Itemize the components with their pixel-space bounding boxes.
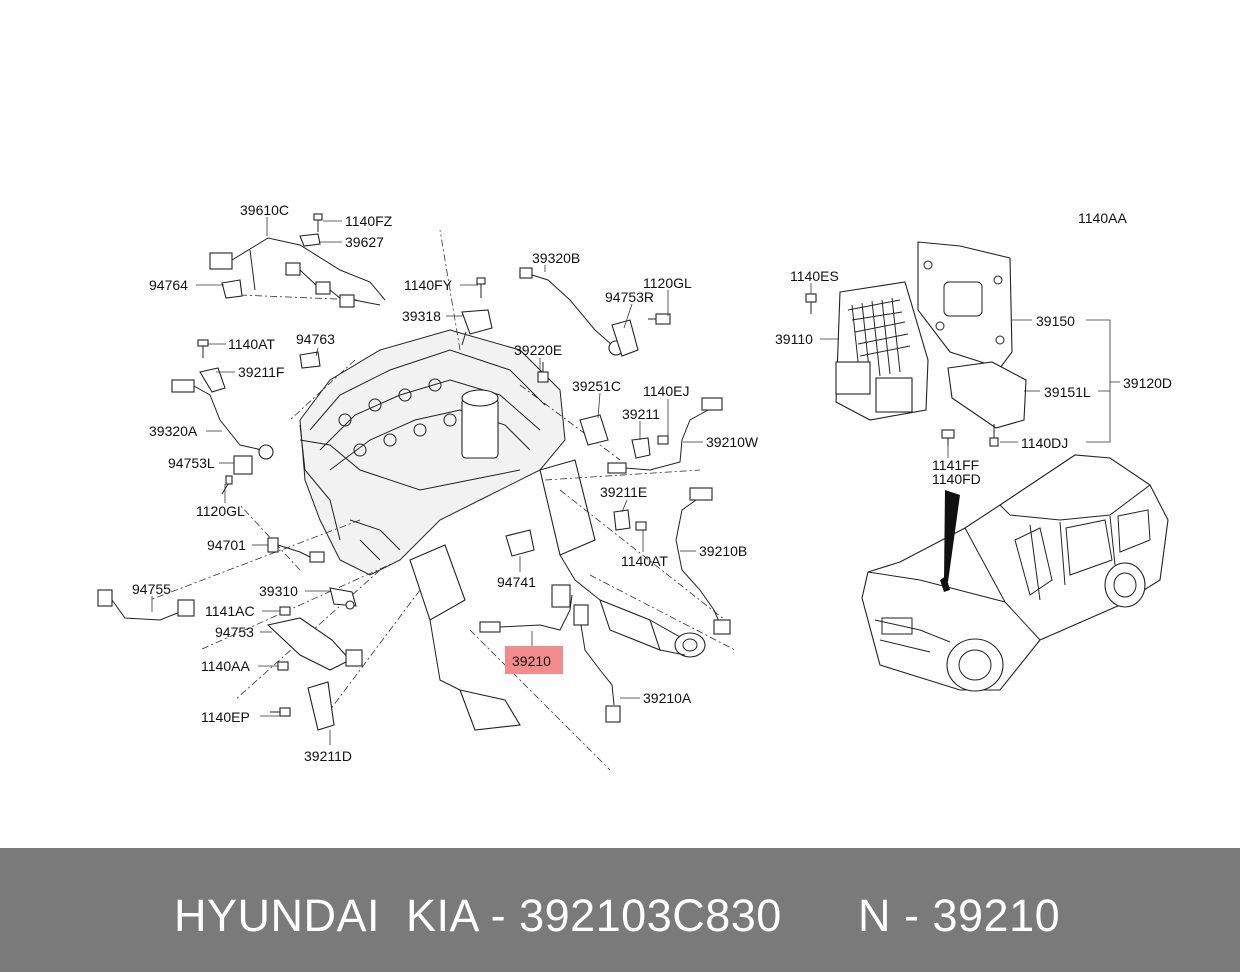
label-39210W: 39210W (706, 434, 759, 450)
leader-lines (151, 217, 1120, 745)
label-1140AA-right: 1140AA (1078, 210, 1127, 226)
label-1140FZ: 1140FZ (345, 213, 393, 229)
label-1141AC: 1141AC (205, 603, 255, 619)
wiring-harness-39610C (209, 237, 386, 308)
label-1140AT-bottom: 1140AT (621, 553, 668, 569)
label-94753R: 94753R (605, 289, 654, 305)
label-94753L: 94753L (168, 455, 215, 471)
label-39151L: 39151L (1044, 384, 1091, 400)
part-labels: 39610C 1140FZ 39627 94764 1140FY 39318 3… (132, 202, 1172, 764)
oxygen-sensor-39210 (479, 584, 573, 633)
label-39210A: 39210A (643, 690, 692, 706)
vehicle-illustration (861, 454, 1169, 692)
ecu-assembly (805, 241, 1027, 447)
label-1140EP: 1140EP (201, 709, 250, 725)
label-1140AT-top: 1140AT (228, 336, 275, 352)
label-1140AA-left: 1140AA (201, 658, 250, 674)
label-39320B: 39320B (532, 250, 580, 266)
label-1120GL-bottom: 1120GL (196, 503, 245, 519)
engine-illustration (299, 329, 706, 731)
bolt-1140FZ (313, 213, 323, 232)
label-39110: 39110 (775, 331, 813, 347)
label-94764: 94764 (149, 277, 188, 293)
highlight-box-39210 (505, 646, 563, 674)
label-39310: 39310 (259, 583, 298, 599)
label-39120D: 39120D (1123, 375, 1172, 391)
label-1140EJ: 1140EJ (643, 383, 689, 399)
label-39320A: 39320A (149, 423, 198, 439)
label-39150: 39150 (1036, 313, 1075, 329)
label-39211: 39211 (622, 406, 660, 422)
caption-bar: HYUNDAI KIA - 392103C830 N - 39210 (0, 848, 1240, 972)
label-39610C: 39610C (240, 202, 289, 218)
parts-diagram: 39610C 1140FZ 39627 94764 1140FY 39318 3… (97, 202, 1172, 771)
label-39211D: 39211D (304, 748, 352, 764)
label-39627: 39627 (345, 234, 384, 250)
label-39210B: 39210B (699, 543, 747, 559)
label-1140DJ: 1140DJ (1021, 435, 1068, 451)
label-94753: 94753 (215, 624, 254, 640)
part-number-caption: HYUNDAI KIA - 392103C830 (174, 890, 782, 941)
label-94741: 94741 (497, 574, 536, 590)
reference-number-caption: N - 39210 (858, 890, 1061, 941)
label-1140FY: 1140FY (404, 277, 453, 293)
label-39251C: 39251C (572, 378, 621, 394)
label-94701: 94701 (207, 537, 246, 553)
label-1141FF: 1141FF (932, 457, 979, 473)
label-1140ES: 1140ES (790, 268, 839, 284)
label-39318: 39318 (402, 308, 441, 324)
label-39211F: 39211F (238, 364, 284, 380)
label-39220E: 39220E (514, 342, 562, 358)
label-94755: 94755 (132, 581, 171, 597)
label-1120GL-top: 1120GL (643, 275, 692, 291)
label-94763: 94763 (296, 331, 335, 347)
label-39210: 39210 (512, 653, 551, 669)
label-1140FD: 1140FD (932, 471, 981, 487)
label-39211E: 39211E (600, 484, 647, 500)
